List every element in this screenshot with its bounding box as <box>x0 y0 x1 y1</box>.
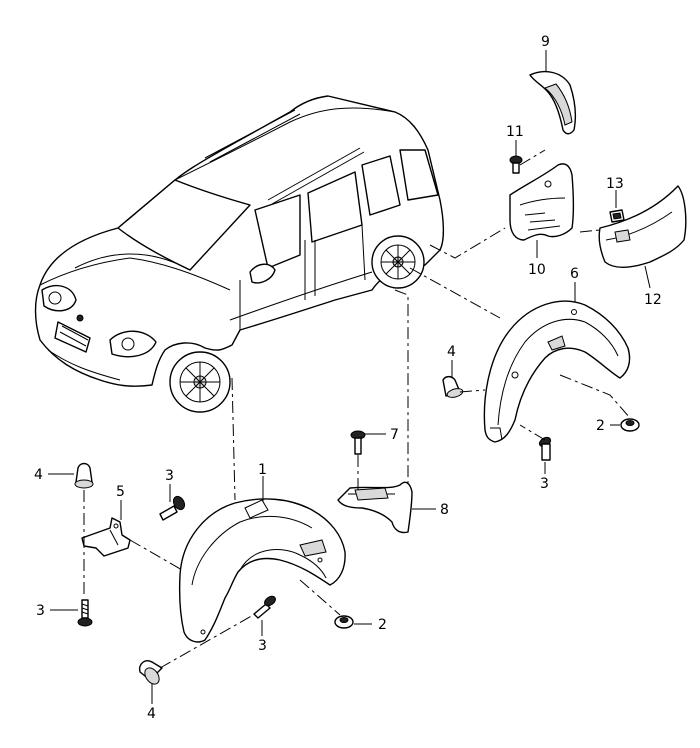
part-7-screw <box>350 430 366 455</box>
part-3-screw-right <box>538 436 552 461</box>
part-3-screw-left-bottom <box>77 599 93 627</box>
part-12-rear-liner <box>598 185 687 268</box>
assembly-lines <box>83 149 631 669</box>
vehicle-illustration <box>34 95 445 413</box>
part-8-mud-flap <box>337 481 413 534</box>
callout-4-left: 4 <box>34 467 43 483</box>
part-4-clip-right <box>442 375 464 398</box>
callout-3-upper: 3 <box>165 468 174 484</box>
callout-6: 6 <box>570 266 579 282</box>
part-2-nut-front <box>334 615 354 629</box>
callout-7: 7 <box>390 427 399 443</box>
callout-2-front: 2 <box>378 617 387 633</box>
callout-5: 5 <box>116 484 125 500</box>
callout-8: 8 <box>440 502 449 518</box>
part-2-nut-rear <box>620 418 640 432</box>
callout-4-bottom: 4 <box>147 706 156 722</box>
part-1-front-wheel-housing-liner <box>178 498 346 643</box>
callout-12: 12 <box>644 292 662 308</box>
callout-2-rear: 2 <box>596 418 605 434</box>
callout-10: 10 <box>528 262 546 278</box>
part-4-clip-left-top <box>74 462 94 489</box>
part-3-screw-lower <box>253 595 276 619</box>
callout-9: 9 <box>541 34 550 50</box>
part-10-rear-mud-flap <box>509 163 575 241</box>
part-5-bracket <box>81 517 131 557</box>
leader-lines <box>48 50 651 704</box>
callout-4-right: 4 <box>447 344 456 360</box>
part-11-screw <box>509 155 523 174</box>
callout-3-lower: 3 <box>258 638 267 654</box>
callout-13: 13 <box>606 176 624 192</box>
callout-labels: 1 2 2 3 3 3 3 4 4 4 5 6 7 8 9 10 11 12 1… <box>34 34 662 722</box>
part-13-clip-nut <box>609 209 625 223</box>
callout-11: 11 <box>506 124 524 140</box>
part-6-rear-wheel-arch <box>483 300 631 443</box>
callout-3-left: 3 <box>36 603 45 619</box>
part-3-screw-upper <box>159 495 186 521</box>
callout-1: 1 <box>258 462 267 478</box>
part-4-clip-bottom <box>138 660 163 685</box>
part-9-trim-strip <box>529 70 577 135</box>
callout-3-right: 3 <box>540 476 549 492</box>
